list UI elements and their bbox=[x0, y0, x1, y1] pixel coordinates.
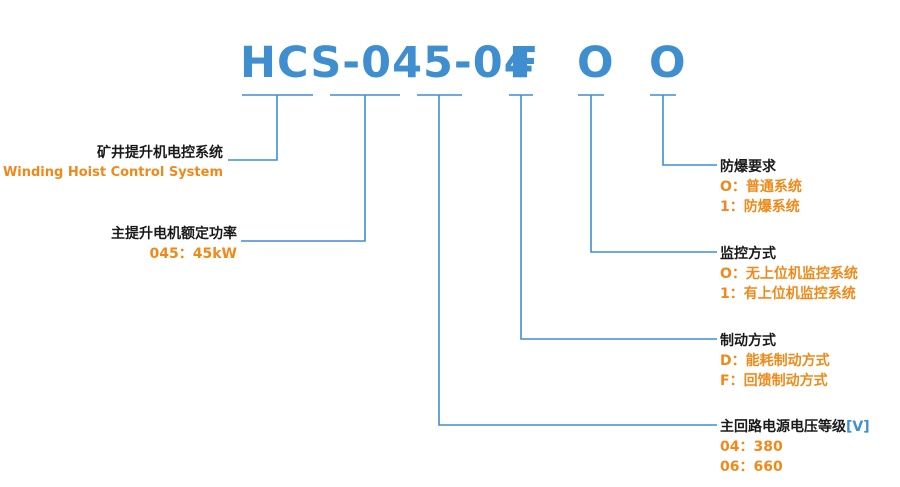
label-explosion-opt-1: 1：防爆系统 bbox=[720, 199, 800, 215]
label-braking-opt-0: D：能耗制动方式 bbox=[720, 353, 830, 369]
label-braking-opt-1: F：回馈制动方式 bbox=[720, 373, 828, 389]
label-voltage-opt-1: 06：660 bbox=[720, 459, 783, 475]
label-voltage-title: 主回路电源电压等级 bbox=[720, 419, 846, 435]
label-system-title: 矿井提升机电控系统 bbox=[97, 145, 223, 161]
code-segment-monitor: O bbox=[577, 38, 615, 88]
label-braking-title: 制动方式 bbox=[720, 333, 776, 349]
connector-04 bbox=[438, 95, 717, 426]
label-monitoring-opt-1: 1：有上位机监控系统 bbox=[720, 286, 856, 302]
label-voltage-unit: [V] bbox=[846, 419, 870, 435]
label-monitoring: 监控方式 O：无上位机监控系统 1：有上位机监控系统 bbox=[720, 244, 858, 304]
connector-hcs bbox=[228, 95, 278, 161]
label-braking: 制动方式 D：能耗制动方式 F：回馈制动方式 bbox=[720, 331, 830, 391]
connector-o1 bbox=[590, 95, 717, 253]
label-voltage: 主回路电源电压等级[V] 04：380 06：660 bbox=[720, 417, 870, 477]
label-explosion: 防爆要求 O：普通系统 1：防爆系统 bbox=[720, 157, 802, 217]
code-segment-brake: F bbox=[509, 38, 540, 88]
label-monitoring-opt-0: O：无上位机监控系统 bbox=[720, 266, 858, 282]
label-power-sub: 045：45kW bbox=[149, 246, 237, 262]
label-power-title: 主提升电机额定功率 bbox=[111, 226, 237, 242]
connector-f bbox=[520, 95, 717, 340]
label-explosion-title: 防爆要求 bbox=[720, 159, 776, 175]
label-power: 主提升电机额定功率 045：45kW bbox=[111, 224, 237, 264]
model-code: HCS-045-04 F O O bbox=[0, 38, 900, 98]
label-system: 矿井提升机电控系统 Winding Hoist Control System bbox=[3, 143, 223, 183]
connector-045 bbox=[241, 95, 366, 242]
label-voltage-opt-0: 04：380 bbox=[720, 439, 783, 455]
label-explosion-opt-0: O：普通系统 bbox=[720, 179, 802, 195]
label-system-sub: Winding Hoist Control System bbox=[2, 165, 223, 180]
connector-o2 bbox=[662, 95, 717, 166]
label-monitoring-title: 监控方式 bbox=[720, 246, 776, 262]
code-segment-main: HCS-045-04 bbox=[240, 38, 535, 88]
code-segment-explosion: O bbox=[649, 38, 687, 88]
